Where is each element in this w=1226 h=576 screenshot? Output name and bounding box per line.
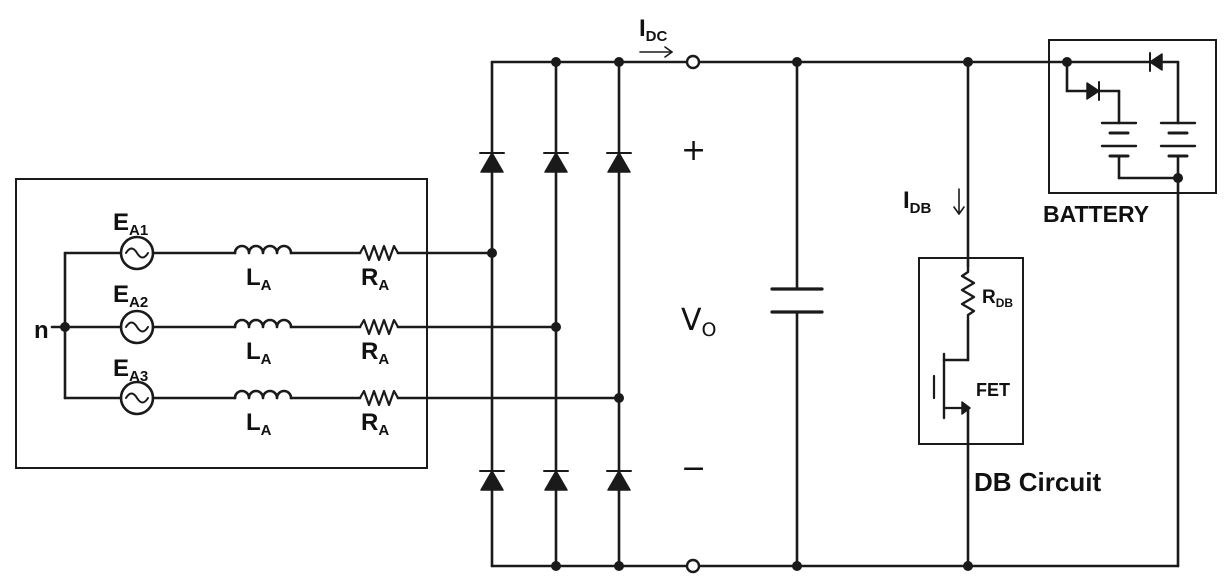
minus-sign: −	[681, 451, 706, 486]
diode-upper-3	[607, 152, 631, 173]
resistor-db	[960, 264, 976, 323]
rectifier-bridge	[479, 57, 632, 571]
dc-terminal-positive	[685, 54, 701, 70]
db-circuit	[918, 57, 1024, 571]
label-ea1: EA1	[113, 209, 148, 239]
source-box	[15, 178, 428, 469]
db-circuit-box	[918, 257, 1024, 445]
inductor-a3	[233, 389, 293, 400]
label-ea3: EA3	[113, 355, 148, 385]
phase-a2	[63, 309, 561, 345]
neutral-label: n	[34, 317, 49, 344]
idc-arrow-icon	[639, 46, 673, 58]
db-circuit-title: DB Circuit	[974, 467, 1101, 497]
label-la3: LA	[246, 409, 272, 439]
label-la1: LA	[246, 264, 272, 294]
diode-lower-2	[544, 470, 568, 491]
label-idc: IDC	[639, 15, 668, 45]
resistor-a1	[358, 244, 400, 262]
resistor-a3	[358, 389, 400, 407]
battery-box	[1048, 39, 1217, 194]
diode-lower-3	[607, 470, 631, 491]
diode-upper-1	[480, 152, 504, 173]
label-ra3: RA	[361, 409, 389, 439]
battery-block	[1048, 39, 1217, 568]
label-vo: VO	[681, 303, 717, 341]
label-la2: LA	[246, 338, 272, 368]
battery-diode-1	[1149, 53, 1163, 71]
label-fet: FET	[976, 380, 1010, 400]
label-ra2: RA	[361, 338, 389, 368]
battery-title: BATTERY	[1043, 201, 1149, 227]
label-ea2: EA2	[113, 281, 148, 311]
inductor-a2	[233, 318, 293, 329]
label-rdb: RDB	[982, 287, 1013, 310]
inductor-a1	[233, 244, 293, 255]
plus-sign: +	[681, 133, 706, 168]
battery-cell-left-icon	[1100, 121, 1138, 158]
diode-upper-2	[544, 152, 568, 173]
dc-link-capacitor	[770, 57, 824, 571]
idb-arrow-icon	[953, 188, 965, 215]
label-idb: IDB	[903, 187, 932, 217]
label-ra1: RA	[361, 264, 389, 294]
diode-lower-1	[480, 470, 504, 491]
battery-cell-right-icon	[1159, 121, 1197, 158]
fet-arrow-icon	[961, 401, 971, 415]
phase-a1	[63, 235, 497, 271]
phase-a3	[63, 380, 624, 416]
dc-terminal-negative	[685, 558, 701, 574]
resistor-a2	[358, 318, 400, 336]
battery-diode-2	[1086, 82, 1100, 100]
